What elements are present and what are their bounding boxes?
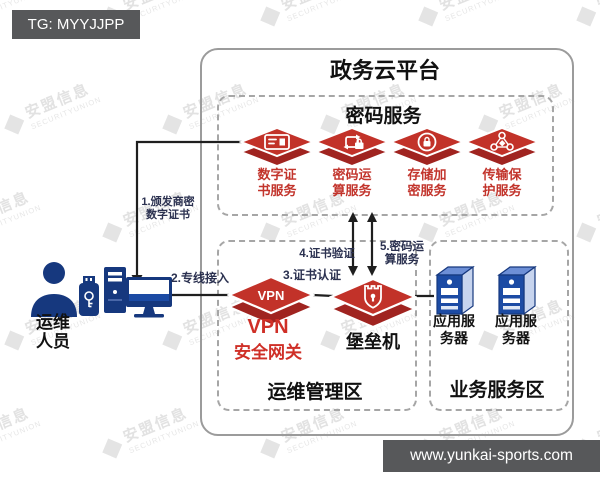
ops-management-zone-title: 运维管理区 bbox=[267, 382, 363, 403]
certificate-icon bbox=[264, 134, 290, 150]
transmission-protection-label: 传输保 护服务 bbox=[482, 167, 522, 198]
flow-label-dedicated-line: 2.专线接入 bbox=[170, 271, 229, 285]
app-server-label-1: 应用服 务器 bbox=[433, 313, 475, 346]
operator-person-icon bbox=[31, 262, 77, 317]
storage-encryption-icon bbox=[417, 132, 437, 152]
business-service-zone-title: 业务服务区 bbox=[449, 380, 545, 401]
tg-badge: TG: MYYJJPP bbox=[12, 10, 140, 39]
pc-tower-icon bbox=[104, 267, 126, 313]
business-service-zone-box bbox=[429, 240, 569, 411]
vpn-gateway-label-line2: 安全网关 bbox=[234, 343, 302, 362]
transmission-protection-diamond bbox=[464, 126, 540, 168]
flow-label-cert-verify: 4.证书验证 bbox=[299, 248, 355, 260]
flow-label-crypto-compute: 5.密码运 算服务 bbox=[379, 241, 425, 266]
transmission-protection-icon bbox=[490, 131, 514, 151]
watermark-cube-logo: ◆ bbox=[155, 319, 188, 357]
operator-label: 运维 人员 bbox=[36, 313, 70, 351]
watermark-cube-logo: ◆ bbox=[155, 103, 188, 141]
crypto-compute-icon bbox=[343, 134, 364, 150]
app-server-label-2: 应用服 务器 bbox=[495, 313, 537, 346]
watermark-cube-logo: ◆ bbox=[253, 0, 286, 33]
digital-certificate-label: 数字证 书服务 bbox=[257, 167, 297, 198]
digital-certificate-diamond bbox=[239, 126, 315, 168]
gov-cloud-platform-title: 政务云平台 bbox=[329, 58, 440, 83]
watermark-cube-logo: ◆ bbox=[0, 103, 30, 141]
ops-management-zone-box bbox=[217, 240, 417, 411]
bastion-host-diamond bbox=[329, 277, 417, 329]
vpn-diamond-text: VPN bbox=[258, 288, 285, 303]
usb-key-icon bbox=[79, 276, 99, 316]
crypto-compute-label: 密码运 算服务 bbox=[332, 167, 372, 198]
storage-encryption-diamond bbox=[389, 126, 465, 168]
app-server-icon-2 bbox=[497, 265, 537, 316]
monitor-icon bbox=[126, 277, 172, 318]
storage-encryption-label: 存储加 密服务 bbox=[407, 167, 447, 198]
watermark-cube-logo: ◆ bbox=[411, 0, 444, 33]
watermark-cube-logo: ◆ bbox=[95, 427, 128, 465]
vpn-gateway-label-line1: VPN bbox=[247, 316, 289, 338]
website-url-badge: www.yunkai-sports.com bbox=[383, 440, 600, 472]
vpn-gateway-diamond: VPN bbox=[227, 275, 315, 327]
watermark-cube-logo: ◆ bbox=[95, 211, 128, 249]
app-server-icon-1 bbox=[435, 265, 475, 316]
watermark-cube-logo: ◆ bbox=[569, 211, 600, 249]
castle-shield-icon bbox=[364, 285, 382, 309]
crypto-compute-diamond bbox=[314, 126, 390, 168]
crypto-service-zone-title: 密码服务 bbox=[345, 106, 422, 127]
bastion-host-label: 堡垒机 bbox=[346, 332, 400, 352]
flow-label-issue-certificate: 1.颁发商密 数字证书 bbox=[141, 196, 195, 221]
watermark-cube-logo: ◆ bbox=[569, 0, 600, 33]
flow-label-cert-auth: 3.证书认证 bbox=[282, 268, 341, 282]
